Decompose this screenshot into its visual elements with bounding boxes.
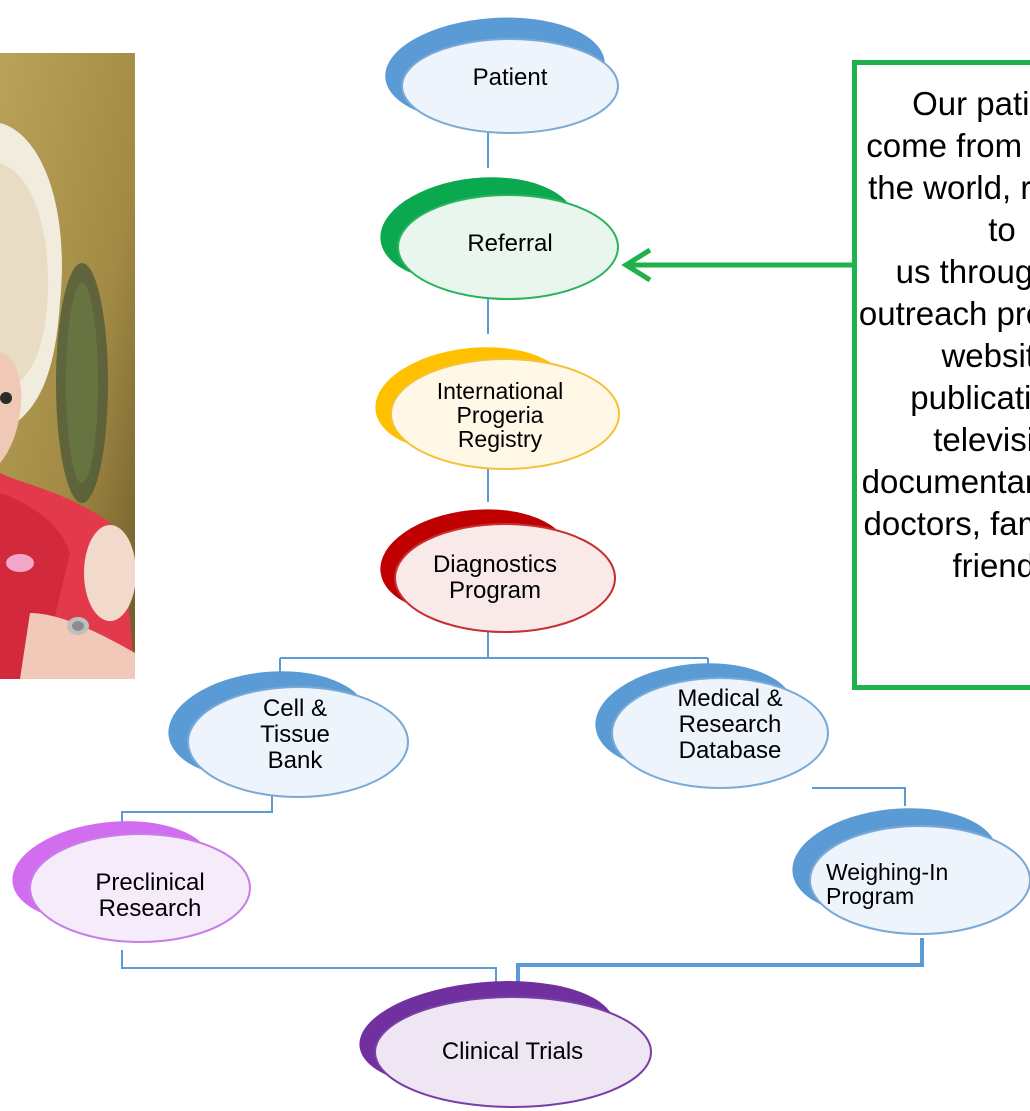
connector-weighing-clinical <box>516 938 924 985</box>
node-label-registry: International Progeria Registry <box>436 378 564 452</box>
node-label-preclinical: Preclinical Research <box>95 869 205 922</box>
referral-info-box: Our patients come from all over the worl… <box>852 60 1030 690</box>
referral-info-text: Our patients come from all over the worl… <box>858 85 1030 584</box>
node-label-patient: Patient <box>472 64 548 91</box>
node-patient <box>385 17 619 134</box>
node-label-diagnostics: Diagnostics Program <box>432 551 558 604</box>
node-database <box>595 663 829 789</box>
referral-arrow <box>621 247 852 283</box>
node-label-database: Medical & Research Database <box>677 685 783 764</box>
node-label-clinical: Clinical Trials <box>441 1038 584 1065</box>
node-preclinical <box>12 821 251 943</box>
node-registry <box>375 347 620 470</box>
node-clinical <box>359 981 652 1108</box>
node-cell-bank <box>168 671 409 798</box>
connector-diagnostics-split <box>279 632 709 675</box>
node-diagnostics <box>380 509 616 633</box>
connector-preclinical-clinical <box>121 950 497 985</box>
connector-cellbank-preclinical <box>121 795 273 828</box>
node-referral <box>380 177 619 300</box>
connector-database-weighing <box>812 787 906 806</box>
child-photo <box>0 53 135 679</box>
node-weighing <box>792 808 1030 935</box>
node-label-weighing: Weighing-In Program <box>826 859 949 909</box>
node-label-cell-bank: Cell & Tissue Bank <box>260 695 330 774</box>
node-label-referral: Referral <box>467 230 553 257</box>
